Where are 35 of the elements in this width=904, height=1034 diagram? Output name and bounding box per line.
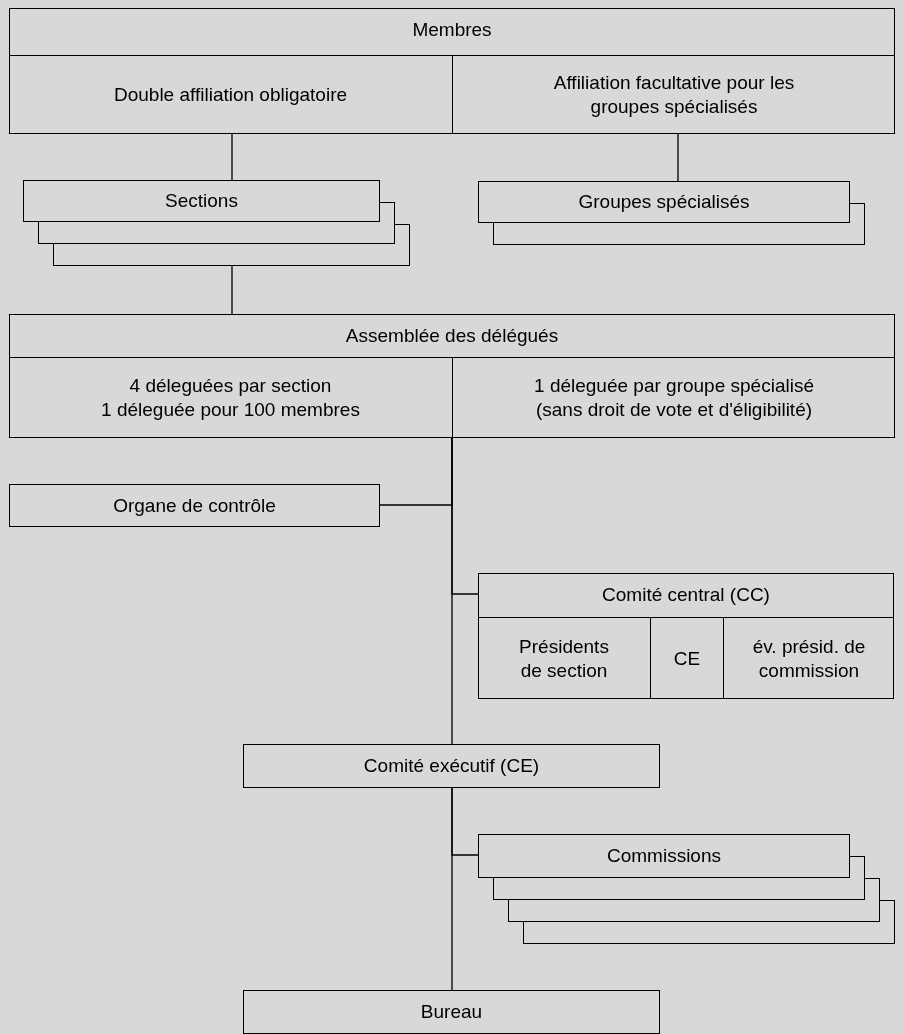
box-text: Commissions	[607, 844, 721, 868]
org-box	[243, 990, 660, 1034]
connector-line	[231, 133, 233, 181]
box-text: Présidents de section	[518, 634, 610, 683]
connector-line	[677, 133, 679, 182]
table-cell	[650, 617, 723, 699]
table-cell	[452, 357, 895, 438]
org-box	[9, 484, 380, 527]
group-heading: Comité central (CC)	[602, 583, 770, 607]
box-text: 1 déleguée pour 100 membres	[101, 398, 360, 422]
connector-line	[231, 265, 233, 315]
group-box	[478, 573, 894, 699]
box-text: 1 déleguée par groupe spécialisé (sans droit de vote et d'éligibilité)	[533, 374, 815, 422]
table-cell	[452, 55, 895, 134]
box-text: Comité exécutif (CE)	[363, 754, 540, 778]
connector-line	[451, 437, 453, 745]
group-box	[9, 8, 895, 134]
box-text: Bureau	[420, 1000, 483, 1024]
box-text: CE	[673, 646, 701, 671]
group-box	[9, 314, 895, 438]
card-stack	[23, 180, 410, 266]
card-stack	[478, 834, 895, 944]
box-text: év. présid. de commission	[751, 634, 867, 683]
box-text: Organe de contrôle	[113, 493, 276, 518]
box-text: Groupes spécialisés	[578, 190, 750, 214]
box-text: Double affiliation obligatoire	[113, 83, 348, 107]
card-stack	[478, 181, 865, 245]
group-heading: Assemblée des délégués	[345, 324, 559, 348]
box-text: Sections	[165, 189, 238, 213]
box-text: Affiliation facultative pour les groupes spécialisés	[552, 71, 796, 119]
connector-line	[451, 787, 453, 991]
box-text: 4 déleguées par section	[129, 374, 332, 398]
group-heading: Membres	[412, 18, 492, 42]
org-box	[243, 744, 660, 788]
table-cell	[723, 617, 894, 699]
